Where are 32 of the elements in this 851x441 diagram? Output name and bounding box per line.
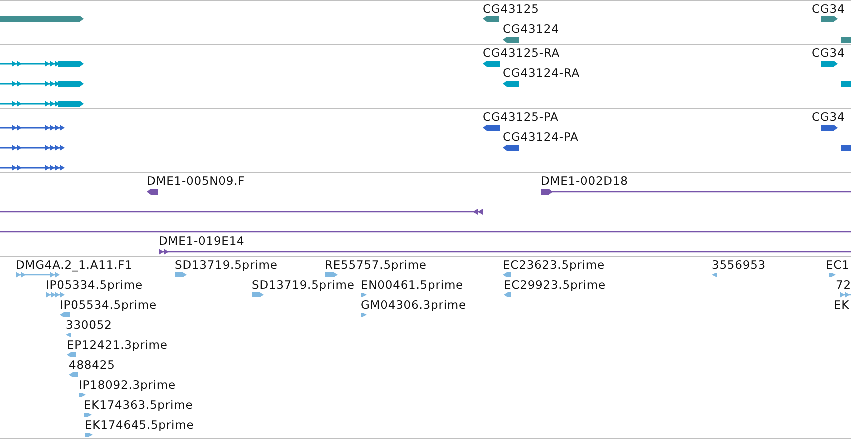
- feature-label: CG43124-PA: [503, 130, 579, 144]
- feature-label: IP05334.5prime: [46, 278, 143, 292]
- feature-label: EK174363.5prime: [84, 398, 194, 412]
- feature-label: EK: [834, 298, 850, 312]
- feature-label: CG43125-PA: [483, 110, 559, 124]
- feature-label: SD13719.5prime: [175, 258, 278, 272]
- feature-label: CG43125-RA: [483, 46, 560, 60]
- feature-label: EK174645.5prime: [85, 418, 194, 432]
- feature-label: EC29923.5prime: [504, 278, 606, 292]
- feature-label: DME1-005N09.F: [147, 174, 246, 188]
- feature-label: RE55757.5prime: [325, 258, 427, 272]
- feature-label: CG43124: [503, 22, 560, 36]
- feature-label: GM04306.3prime: [361, 298, 466, 312]
- feature-label: DME1-002D18: [541, 174, 628, 188]
- feature-label: IP18092.3prime: [79, 378, 176, 392]
- feature-label: CG43124-RA: [503, 66, 580, 80]
- feature-label: EC1: [826, 258, 850, 272]
- feature-label: CG43125: [483, 2, 540, 16]
- feature-label: DME1-019E14: [159, 234, 245, 248]
- feature-label: CG34: [812, 46, 846, 60]
- feature-label: 72: [836, 278, 851, 292]
- feature-label: CG34: [812, 110, 846, 124]
- feature-label: 488425: [69, 358, 116, 372]
- feature-label: IP05534.5prime: [60, 298, 157, 312]
- feature-label: DMG4A.2_1.A11.F1: [16, 258, 133, 272]
- feature-label: SD13719.5prime: [252, 278, 355, 292]
- feature-label: EN00461.5prime: [361, 278, 464, 292]
- feature-label: EP12421.3prime: [67, 338, 168, 352]
- feature-label: 330052: [66, 318, 112, 332]
- feature-label: EC23623.5prime: [503, 258, 605, 272]
- feature-label: 3556953: [712, 258, 766, 272]
- feature-label: CG34: [812, 2, 846, 16]
